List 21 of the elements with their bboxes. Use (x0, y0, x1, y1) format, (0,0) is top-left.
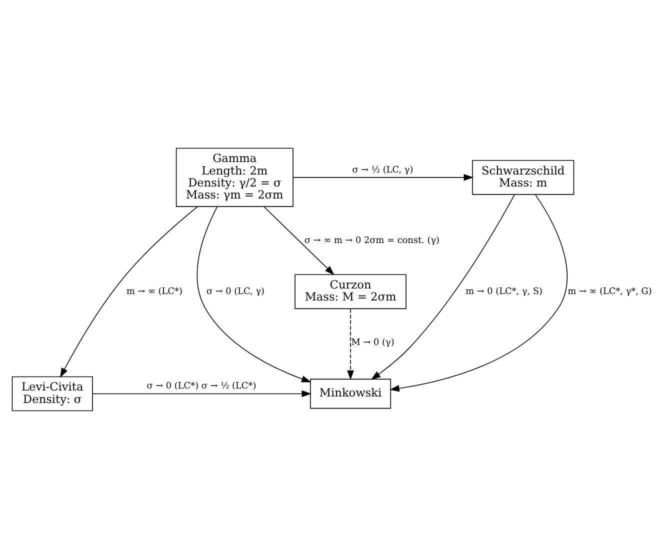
edge-label: m → ∞ (LC*) (126, 286, 182, 297)
arrow (60, 206, 198, 378)
edge-label: m → ∞ (LC*, γ*, G) (568, 286, 652, 297)
node-box: Curzon Mass: M = 2σm (294, 274, 406, 310)
arrow (92, 390, 312, 398)
arrow (347, 308, 354, 380)
edge-label: M → 0 (γ) (351, 338, 394, 348)
edge-label: σ → 0 (LC*) σ → ½ (LC*) (146, 382, 256, 392)
arrow (196, 206, 312, 382)
edge-label: m → 0 (LC*, γ, S) (466, 286, 543, 297)
edge-label: σ → ½ (LC, γ) (352, 165, 414, 176)
node-box: Schwarzschild Mass: m (472, 160, 574, 195)
arrow (390, 194, 568, 392)
node-box: Minkowski (310, 378, 392, 409)
arrow (292, 174, 474, 181)
node-box: Gamma Length: 2m Density: γ/2 = σ Mass: γm = 2σm (176, 148, 294, 207)
node-box: Levi-Civita Density: σ (12, 376, 93, 412)
edge-label: σ → ∞ m → 0 2σm = const. (γ) (304, 236, 440, 246)
arrow (370, 194, 515, 380)
edge-label: σ → 0 (LC, γ) (206, 286, 265, 297)
arrow (264, 206, 334, 276)
